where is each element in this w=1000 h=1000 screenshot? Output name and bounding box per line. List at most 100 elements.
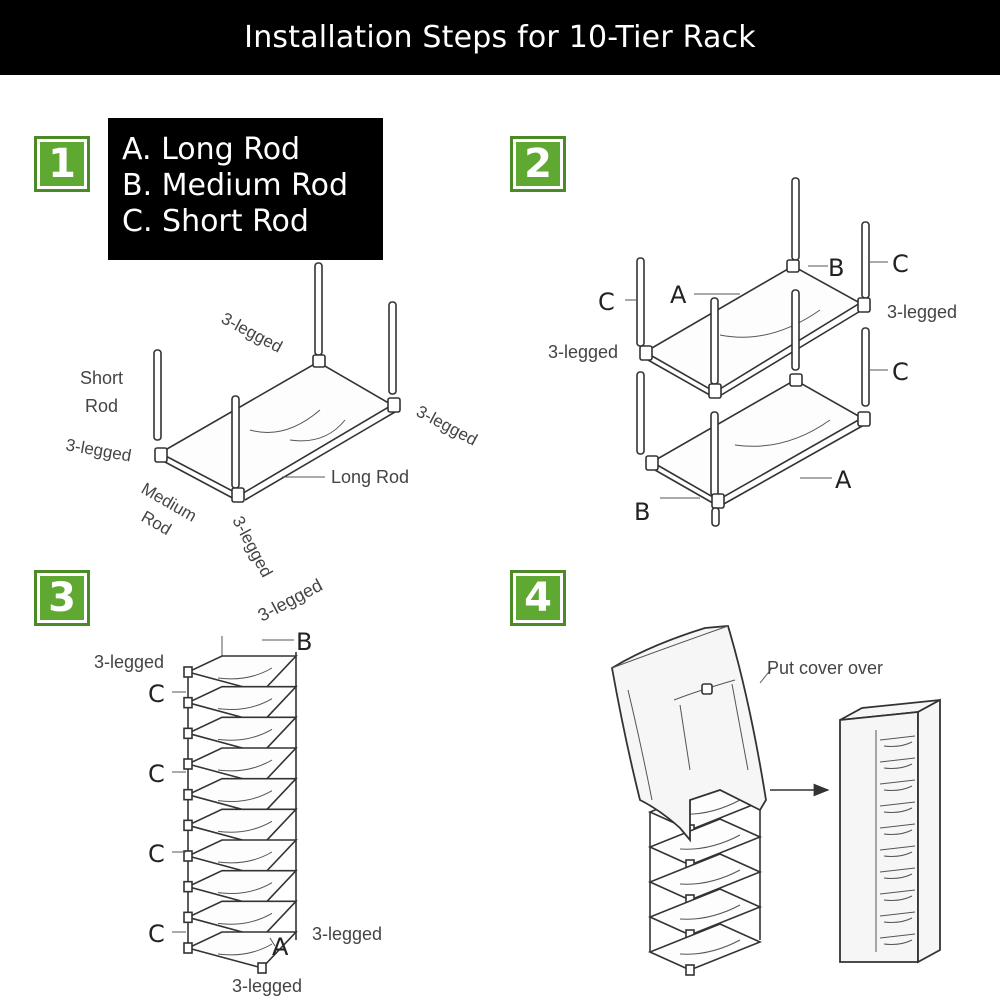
step-4-finished-shelf-line xyxy=(879,867,916,873)
step-4-shelf-fold xyxy=(679,904,741,920)
step-1-long-rod-front xyxy=(244,411,396,501)
legend-long-rod: A. Long Rod xyxy=(122,132,301,167)
step-3-shelf xyxy=(185,808,298,847)
step-4-finished-shelf-fold xyxy=(883,939,913,945)
step-3-label-3-legged-left: 3-legged xyxy=(94,652,164,672)
step-1-rod-back-right xyxy=(388,301,397,395)
step-3-joint xyxy=(257,962,267,974)
step-4-finished-shelf-fold xyxy=(883,807,913,813)
legend-medium-rod: B. Medium Rod xyxy=(122,168,349,203)
step-2-label-a-bottom: A xyxy=(835,466,852,494)
step-4-illustration: Put cover over xyxy=(611,625,941,976)
step-1-rod-front xyxy=(231,395,240,489)
step-4-finished-shelf-fold xyxy=(883,917,913,923)
step-4-finished-shelves xyxy=(879,735,916,945)
step-2-label-a-top: A xyxy=(670,281,687,309)
step-3-shelf xyxy=(185,869,298,908)
step-3-joint xyxy=(183,819,193,832)
step-1-joint-front xyxy=(231,487,245,503)
step-1-label-3-legged-right: 3-legged xyxy=(413,402,480,450)
step-1-label-3-legged-bottom: 3-legged xyxy=(228,513,276,580)
step-1-fabric-fold xyxy=(249,409,321,433)
step-1-joint-left xyxy=(154,447,168,463)
step-3-shelf xyxy=(185,839,298,877)
step-2-rod-c-top-left xyxy=(636,257,645,347)
step-2-joint-3 xyxy=(786,259,800,273)
step-4-finished-shelf-line xyxy=(879,911,916,917)
step-1-badge: 1 xyxy=(34,136,90,192)
step-4-label-put-cover-over: Put cover over xyxy=(767,658,883,678)
step-2-rod-front-upper xyxy=(710,297,719,385)
step-3-label-a: A xyxy=(272,933,289,961)
step-4-badge: 4 xyxy=(510,570,566,626)
page-title: Installation Steps for 10-Tier Rack xyxy=(244,20,756,55)
step-2-upper-rod-a xyxy=(717,309,863,398)
step-3-number: 3 xyxy=(48,575,76,621)
step-2-rod-back-lower xyxy=(791,289,800,371)
step-4-shelf xyxy=(647,818,763,866)
step-3-shelf-fold xyxy=(217,759,273,772)
step-2-joint-7 xyxy=(789,373,803,387)
step-4-shelf xyxy=(647,888,763,936)
step-2-label-c-mid-right: C xyxy=(892,358,909,386)
step-4-finished-front xyxy=(839,711,919,963)
step-2-lower-rod-a xyxy=(721,424,865,506)
step-4-fabric-cover xyxy=(611,625,767,843)
step-2-joint-6 xyxy=(711,493,725,509)
step-3-shelf-fold xyxy=(217,728,273,741)
step-4-finished-shelf-line xyxy=(879,779,916,785)
step-2-label-3-legged-left: 3-legged xyxy=(548,342,618,362)
step-3-badge: 3 xyxy=(34,570,90,626)
step-1-joint-back xyxy=(312,354,326,368)
step-3-joint xyxy=(183,880,193,893)
step-4-finished-shelf-line xyxy=(879,757,916,763)
step-4-cover-top-edge xyxy=(611,625,729,669)
step-3-label-c-3: C xyxy=(148,840,165,868)
step-4-joint xyxy=(685,964,695,976)
step-1-label-short-rod: Rod xyxy=(85,396,118,416)
step-4-finished-shelf-fold xyxy=(883,785,913,791)
step-2-number: 2 xyxy=(524,141,552,187)
step-4-finished-shelf-line xyxy=(879,889,916,895)
step-2-joint-8 xyxy=(857,411,871,427)
step-4-finished-shelf-fold xyxy=(883,763,913,769)
step-3-shelf xyxy=(185,777,298,816)
step-2-rod-c-right-upper xyxy=(861,221,870,299)
step-4-shelf-fold xyxy=(679,869,741,885)
step-3-shelf-fold xyxy=(217,790,273,803)
step-2-rod-c-right-lower xyxy=(861,327,870,407)
step-3-joint xyxy=(183,696,193,709)
step-3-joint xyxy=(183,788,193,801)
step-4-finished-shelf-line xyxy=(879,801,916,807)
legend-short-rod: C. Short Rod xyxy=(122,204,309,239)
step-2-illustration: C A B C C A B 3-legged 3-legged xyxy=(548,177,957,527)
step-2-label-b-bottom: B xyxy=(634,498,650,526)
step-3-joint xyxy=(183,727,193,740)
step-2-upper-fold xyxy=(719,309,821,338)
step-3-shelf-fold xyxy=(217,698,273,711)
step-1-label-long-rod: Long Rod xyxy=(331,467,409,487)
step-4-finished-shelf-fold xyxy=(883,895,913,901)
step-3-shelf-fold xyxy=(217,912,273,925)
step-1-rod-back-left xyxy=(314,262,323,356)
step-2-joint-5 xyxy=(645,455,659,471)
step-2-lower-shelf xyxy=(650,379,864,501)
step-3-label-b: B xyxy=(296,628,312,656)
step-3-shelf xyxy=(185,716,298,755)
step-4-number: 4 xyxy=(524,575,552,621)
step-4-partial-rack xyxy=(647,783,763,976)
step-3-shelf xyxy=(185,931,298,969)
step-3-label-c-4: C xyxy=(148,920,165,948)
step-2-rod-back-upper xyxy=(791,177,800,261)
step-2-lower-fold xyxy=(734,419,831,447)
step-3-joint xyxy=(183,911,193,924)
step-4-finished-shelf-line xyxy=(879,823,916,829)
step-2-foot xyxy=(711,507,720,527)
step-2-joint-2 xyxy=(708,383,722,399)
step-1-medium-rod-front xyxy=(164,461,241,503)
step-2-badge: 2 xyxy=(510,136,566,192)
step-3-shelf-fold xyxy=(217,851,273,864)
step-3-label-3-legged-top: 3-legged xyxy=(254,575,325,626)
step-4-finished-shelf-fold xyxy=(883,741,913,747)
